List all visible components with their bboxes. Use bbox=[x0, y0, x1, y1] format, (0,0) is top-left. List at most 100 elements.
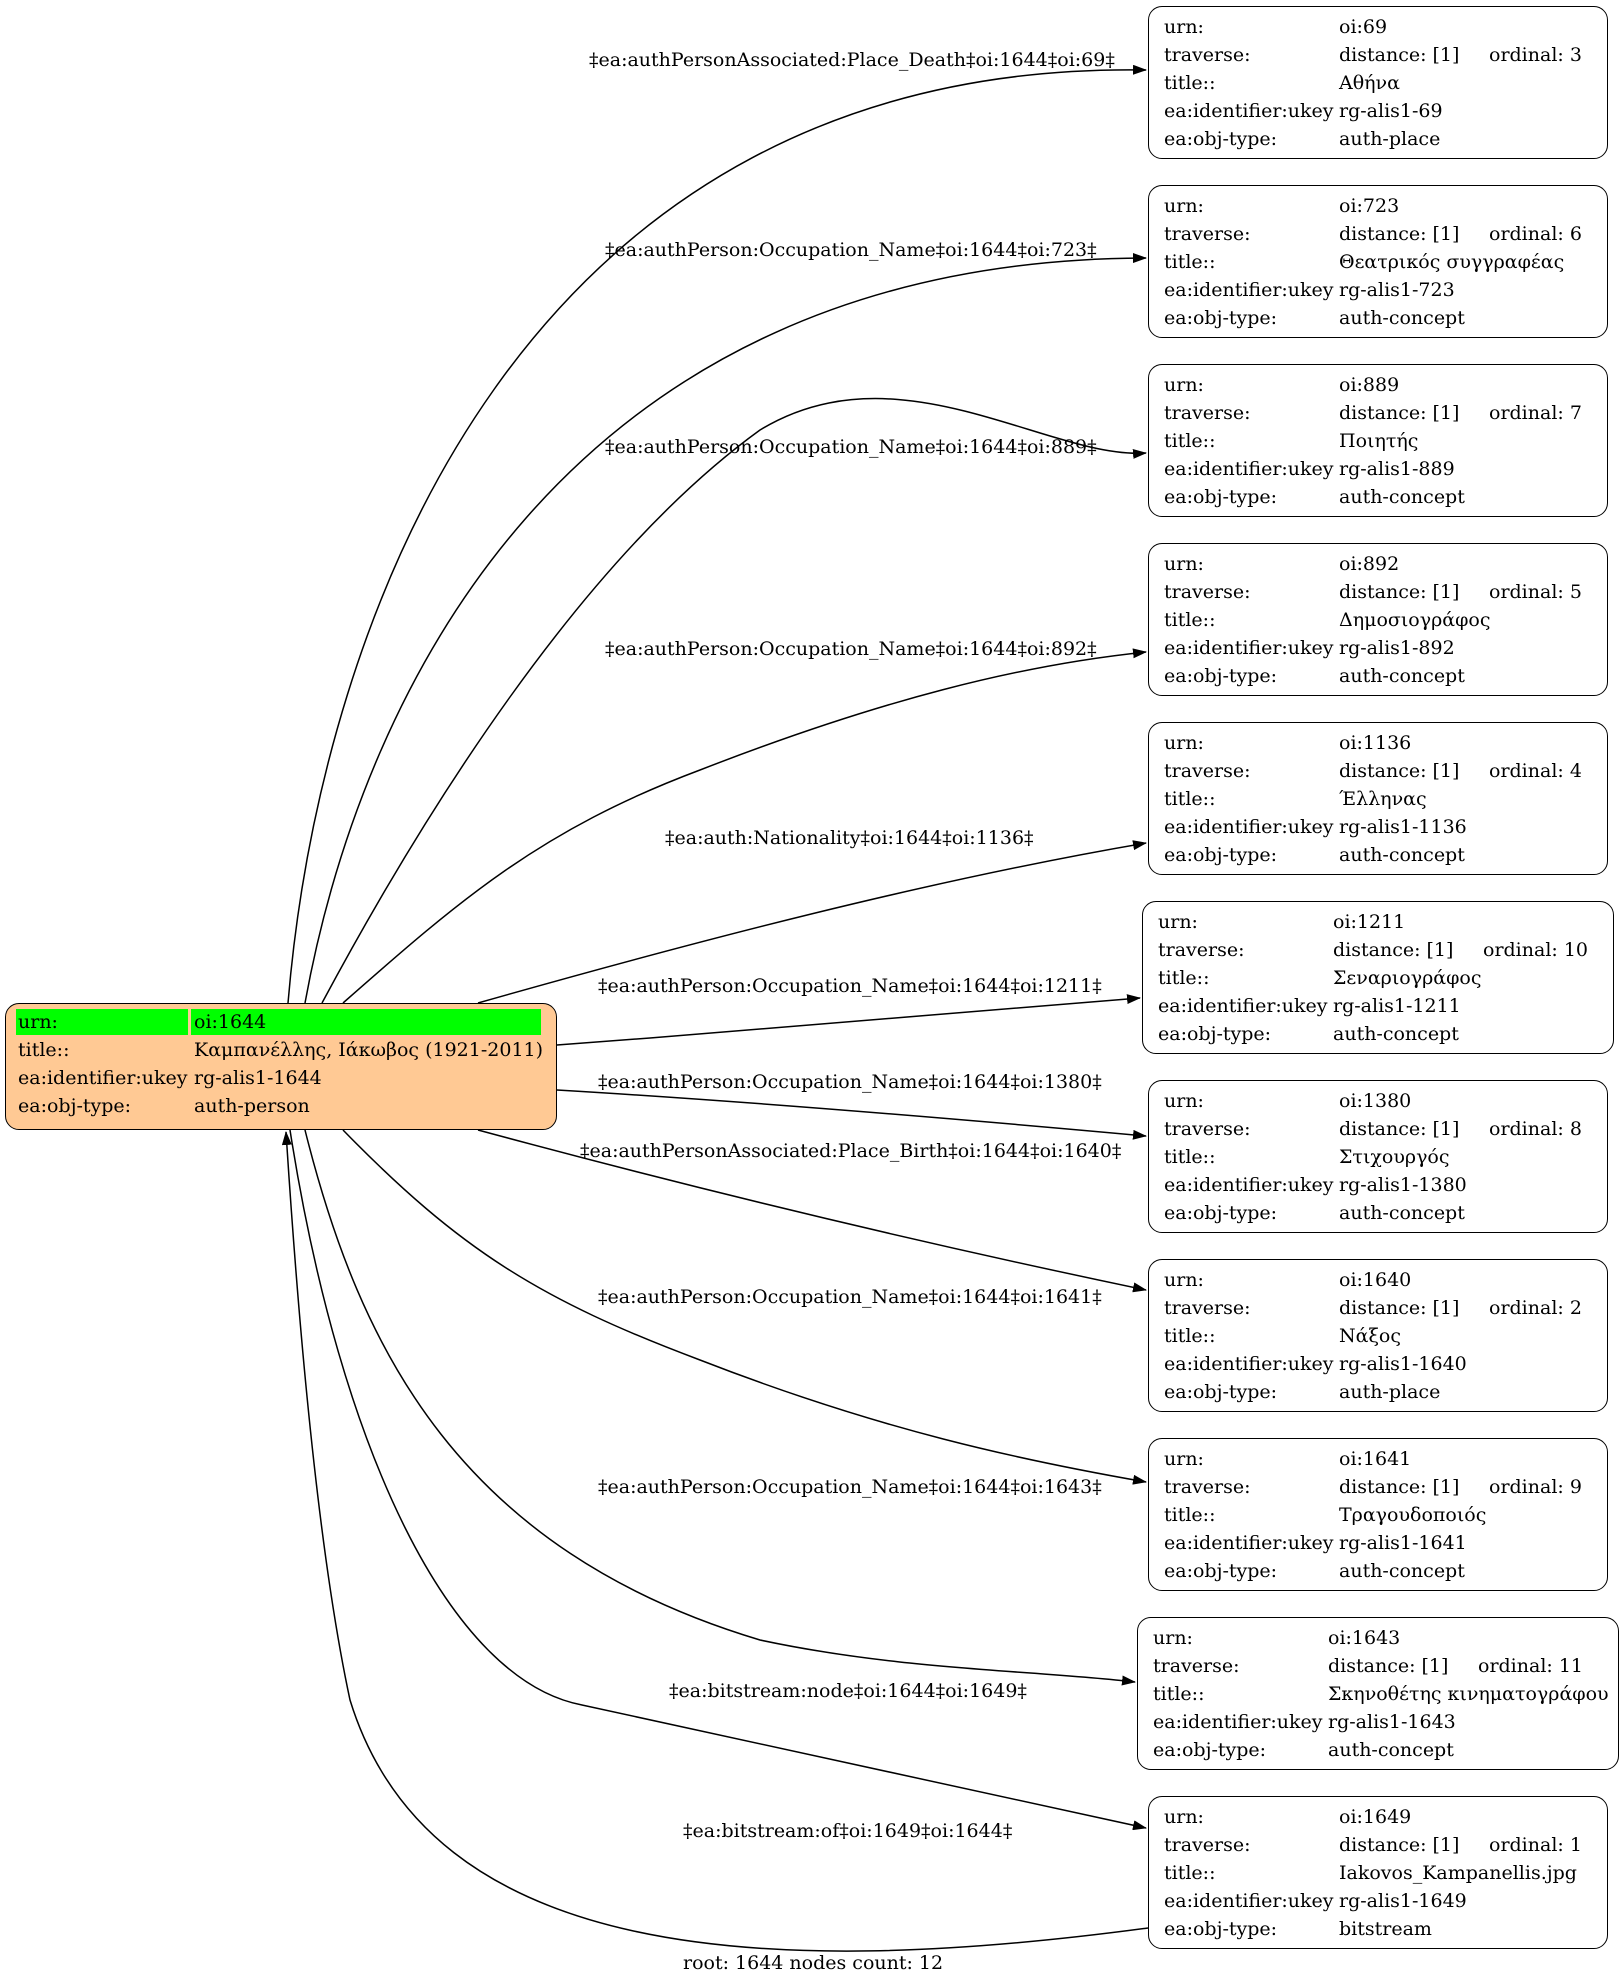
node-row-urn: urn: oi:1380 bbox=[1164, 1087, 1597, 1115]
edge-label-10: ‡ea:authPerson:Occupation_Name‡oi:1644‡o… bbox=[598, 1476, 1102, 1498]
node-row-traverse: traverse:distance: [1]ordinal: 4 bbox=[1164, 757, 1597, 785]
node-ordinal: ordinal: 3 bbox=[1489, 44, 1582, 66]
node-key: ea:obj-type: bbox=[1164, 665, 1278, 687]
node-value: Ποιητής bbox=[1339, 430, 1419, 452]
node-row-urn: urn:oi:1640 bbox=[1164, 1266, 1597, 1294]
node-ordinal: ordinal: 9 bbox=[1489, 1476, 1582, 1498]
root-key: title:: bbox=[18, 1039, 70, 1061]
node-row-traverse: traverse:distance: [1]ordinal: 5 bbox=[1164, 578, 1597, 606]
node-oi-1211[interactable]: urn:oi:1211 traverse: distance: [1] ordinal… bbox=[1142, 901, 1614, 1054]
node-key: urn: bbox=[1164, 195, 1204, 217]
node-key: ea:obj-type: bbox=[1164, 486, 1278, 508]
node-key: ea:identifier:ukey bbox=[1158, 995, 1328, 1017]
node-row-urn: urn: oi:1649 bbox=[1164, 1803, 1597, 1831]
node-key: ea:identifier:ukey bbox=[1164, 458, 1334, 480]
node-key: ea:identifier:ukey bbox=[1153, 1711, 1323, 1733]
node-value: Αθήνα bbox=[1339, 72, 1400, 94]
edge-label-3: ‡ea:authPerson:Occupation_Name‡oi:1644‡o… bbox=[605, 436, 1097, 458]
node-oi-1380[interactable]: urn: oi:1380 traverse:distance: [1]ordinal… bbox=[1148, 1080, 1608, 1233]
edge-2 bbox=[304, 253, 1147, 1004]
edge-label-2: ‡ea:authPerson:Occupation_Name‡oi:1644‡o… bbox=[605, 239, 1097, 261]
node-value: distance: [1] bbox=[1339, 223, 1460, 245]
node-row-type: ea:obj-type:auth-concept bbox=[1164, 483, 1597, 511]
node-key: urn: bbox=[1164, 1448, 1204, 1470]
node-row-title: title::Iakovos_Kampanellis.jpg bbox=[1164, 1859, 1597, 1887]
node-value: Νάξος bbox=[1339, 1325, 1402, 1347]
node-key: ea:identifier:ukey bbox=[1164, 1353, 1334, 1375]
node-key: ea:obj-type: bbox=[1164, 1560, 1278, 1582]
node-key: urn: bbox=[1164, 732, 1204, 754]
node-row-urn: urn:oi:1643 bbox=[1153, 1624, 1608, 1652]
node-key: ea:obj-type: bbox=[1164, 1918, 1278, 1940]
node-value: distance: [1] bbox=[1333, 939, 1454, 961]
node-value: rg-alis1-1640 bbox=[1339, 1353, 1467, 1375]
edge-6 bbox=[556, 994, 1141, 1046]
node-value: oi:889 bbox=[1339, 374, 1400, 396]
node-row-urn: urn:oi:1211 bbox=[1158, 908, 1603, 936]
node-oi-723[interactable]: urn: oi:723 traverse:distance: [1]ordinal:… bbox=[1148, 185, 1608, 338]
edge-1 bbox=[287, 64, 1147, 1004]
node-value: distance: [1] bbox=[1339, 1297, 1460, 1319]
root-value: auth-person bbox=[194, 1095, 310, 1117]
node-key: traverse: bbox=[1158, 939, 1245, 961]
node-key: title:: bbox=[1158, 967, 1210, 989]
node-key: ea:identifier:ukey bbox=[1164, 1890, 1334, 1912]
node-row-traverse: traverse:distance: [1]ordinal: 8 bbox=[1164, 1115, 1597, 1143]
node-key: ea:obj-type: bbox=[1153, 1739, 1267, 1761]
node-value: distance: [1] bbox=[1339, 760, 1460, 782]
node-key: ea:obj-type: bbox=[1164, 1202, 1278, 1224]
node-ordinal: ordinal: 5 bbox=[1489, 581, 1582, 603]
node-value: bitstream bbox=[1339, 1918, 1432, 1940]
node-value: oi:1380 bbox=[1339, 1090, 1412, 1112]
node-key: title:: bbox=[1153, 1683, 1205, 1705]
node-row-type: ea:obj-type:auth-concept bbox=[1164, 1199, 1597, 1227]
node-row-traverse: traverse:distance: [1]ordinal: 9 bbox=[1164, 1473, 1597, 1501]
node-key: traverse: bbox=[1164, 760, 1251, 782]
node-key: traverse: bbox=[1164, 402, 1251, 424]
node-row-type: ea:obj-type:auth-concept bbox=[1153, 1736, 1608, 1764]
node-key: urn: bbox=[1164, 1806, 1204, 1828]
node-row-title: title::Ποιητής bbox=[1164, 427, 1597, 455]
edge-label-6: ‡ea:authPerson:Occupation_Name‡oi:1644‡o… bbox=[598, 975, 1102, 997]
node-key: title:: bbox=[1164, 430, 1216, 452]
node-row-type: ea:obj-type:auth-concept bbox=[1164, 1557, 1597, 1585]
node-value: oi:723 bbox=[1339, 195, 1400, 217]
edge-7 bbox=[556, 1089, 1147, 1140]
node-value: Θεατρικός συγγραφέας bbox=[1339, 251, 1565, 273]
node-key: urn: bbox=[1164, 1090, 1204, 1112]
node-ordinal: ordinal: 10 bbox=[1483, 939, 1589, 961]
node-row-urn: urn:oi:1136 bbox=[1164, 729, 1597, 757]
node-key: ea:identifier:ukey bbox=[1164, 1174, 1334, 1196]
node-row-title: title::Στιχουργός bbox=[1164, 1143, 1597, 1171]
node-row-traverse: traverse: distance: [1] ordinal: 10 bbox=[1158, 936, 1603, 964]
node-value: rg-alis1-1649 bbox=[1339, 1890, 1467, 1912]
node-row-traverse: traverse:distance: [1]ordinal: 6 bbox=[1164, 220, 1597, 248]
root-row-type: ea:obj-type: auth-person bbox=[16, 1092, 546, 1120]
node-value: auth-place bbox=[1339, 1381, 1441, 1403]
node-row-title: title::Σκηνοθέτης κινηματογράφου bbox=[1153, 1680, 1609, 1708]
node-value: rg-alis1-892 bbox=[1339, 637, 1455, 659]
edge-9 bbox=[342, 1129, 1147, 1485]
node-value: oi:1649 bbox=[1339, 1806, 1412, 1828]
node-row-type: ea:obj-type:auth-place bbox=[1164, 125, 1597, 153]
node-value: Σεναριογράφος bbox=[1333, 967, 1482, 989]
root-node[interactable]: urn: oi:1644 title:: Καμπανέλλης, Ιάκωβο… bbox=[5, 1003, 557, 1130]
node-row-type: ea:obj-type:auth-concept bbox=[1164, 662, 1597, 690]
node-key: traverse: bbox=[1164, 581, 1251, 603]
node-row-urn: urn:oi:1641 bbox=[1164, 1445, 1597, 1473]
node-key: urn: bbox=[1153, 1627, 1193, 1649]
node-key: urn: bbox=[1164, 553, 1204, 575]
